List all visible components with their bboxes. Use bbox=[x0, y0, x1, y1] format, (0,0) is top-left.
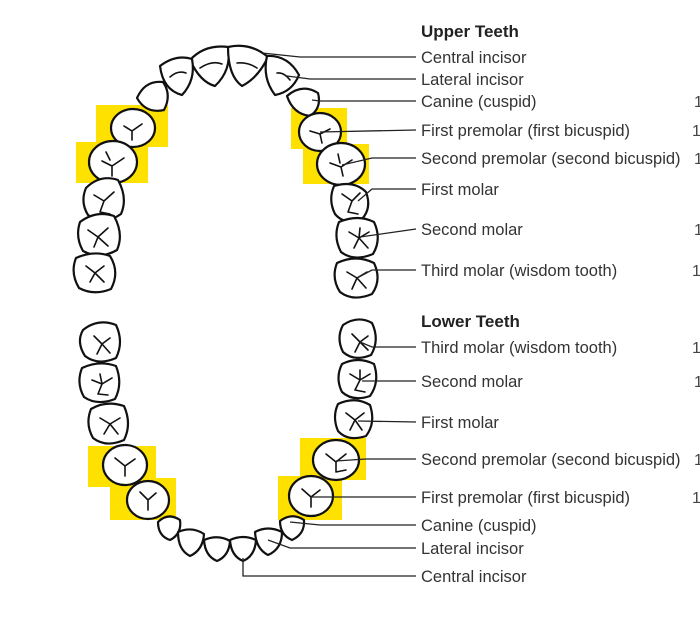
label-lower-canine: Canine (cuspid) bbox=[421, 517, 537, 535]
label-upper-first-molar: First molar bbox=[421, 181, 499, 199]
upper-canine-left bbox=[135, 80, 169, 112]
lower-leader-lines bbox=[242, 341, 417, 577]
cut-off-glyph: 1 bbox=[694, 222, 700, 239]
cut-off-glyph: 1 bbox=[692, 340, 700, 357]
upper-leader-lines bbox=[261, 52, 417, 279]
lower-central-incisor-left bbox=[202, 536, 232, 563]
label-lower-second-premolar: Second premolar (second bicuspid) bbox=[421, 451, 681, 469]
upper-canine-right bbox=[285, 87, 321, 118]
label-upper-second-molar: Second molar bbox=[421, 221, 523, 239]
label-lower-central-incisor: Central incisor bbox=[421, 568, 527, 586]
label-upper-second-premolar: Second premolar (second bicuspid) bbox=[421, 150, 681, 168]
upper-teeth-title: Upper Teeth bbox=[421, 22, 519, 41]
label-upper-first-premolar: First premolar (first bicuspid) bbox=[421, 122, 630, 140]
upper-first-molar-left bbox=[82, 177, 125, 222]
cut-off-glyph: 1 bbox=[692, 123, 700, 140]
lower-central-incisor-right bbox=[228, 535, 258, 563]
upper-first-molar-right bbox=[330, 182, 370, 223]
upper-central-incisor-right bbox=[226, 44, 270, 88]
lower-teeth-title: Lower Teeth bbox=[421, 312, 520, 331]
lower-arch bbox=[78, 318, 378, 563]
upper-first-premolar-left bbox=[109, 107, 157, 149]
upper-second-premolar-right bbox=[315, 141, 367, 187]
label-lower-lateral-incisor: Lateral incisor bbox=[421, 540, 524, 558]
cut-off-glyph: 1 bbox=[694, 452, 700, 469]
lower-lateral-incisor-right bbox=[253, 527, 284, 557]
upper-arch bbox=[72, 44, 379, 299]
label-upper-lateral-incisor: Lateral incisor bbox=[421, 71, 524, 89]
upper-lateral-incisor-right bbox=[264, 54, 301, 97]
cut-off-glyph: 1 bbox=[692, 263, 700, 280]
label-lower-second-molar: Second molar bbox=[421, 373, 523, 391]
label-lower-first-premolar: First premolar (first bicuspid) bbox=[421, 489, 630, 507]
cut-off-glyph: 1 bbox=[692, 490, 700, 507]
label-upper-canine: Canine (cuspid) bbox=[421, 93, 537, 111]
lower-canine-right bbox=[278, 515, 306, 542]
upper-labels: Upper Teeth Central incisor Lateral inci… bbox=[421, 22, 681, 280]
cut-off-glyph: 1 bbox=[694, 374, 700, 391]
label-lower-first-molar: First molar bbox=[421, 414, 499, 432]
upper-central-incisor-left bbox=[188, 45, 230, 88]
cut-off-glyph: 1 bbox=[694, 94, 700, 111]
cut-off-glyph: 1 bbox=[694, 151, 700, 168]
lower-canine-left bbox=[156, 515, 182, 542]
label-upper-central-incisor: Central incisor bbox=[421, 49, 527, 67]
label-lower-third-molar: Third molar (wisdom tooth) bbox=[421, 339, 617, 357]
upper-lateral-incisor-left bbox=[158, 56, 194, 97]
cut-off-column: 1 1 1 1 1 1 1 1 1 bbox=[692, 94, 700, 507]
lower-labels: Lower Teeth Third molar (wisdom tooth) S… bbox=[421, 312, 681, 586]
upper-second-molar-left bbox=[76, 212, 121, 257]
label-upper-third-molar: Third molar (wisdom tooth) bbox=[421, 262, 617, 280]
lower-lateral-incisor-left bbox=[176, 528, 206, 558]
upper-second-premolar-left bbox=[87, 139, 139, 185]
